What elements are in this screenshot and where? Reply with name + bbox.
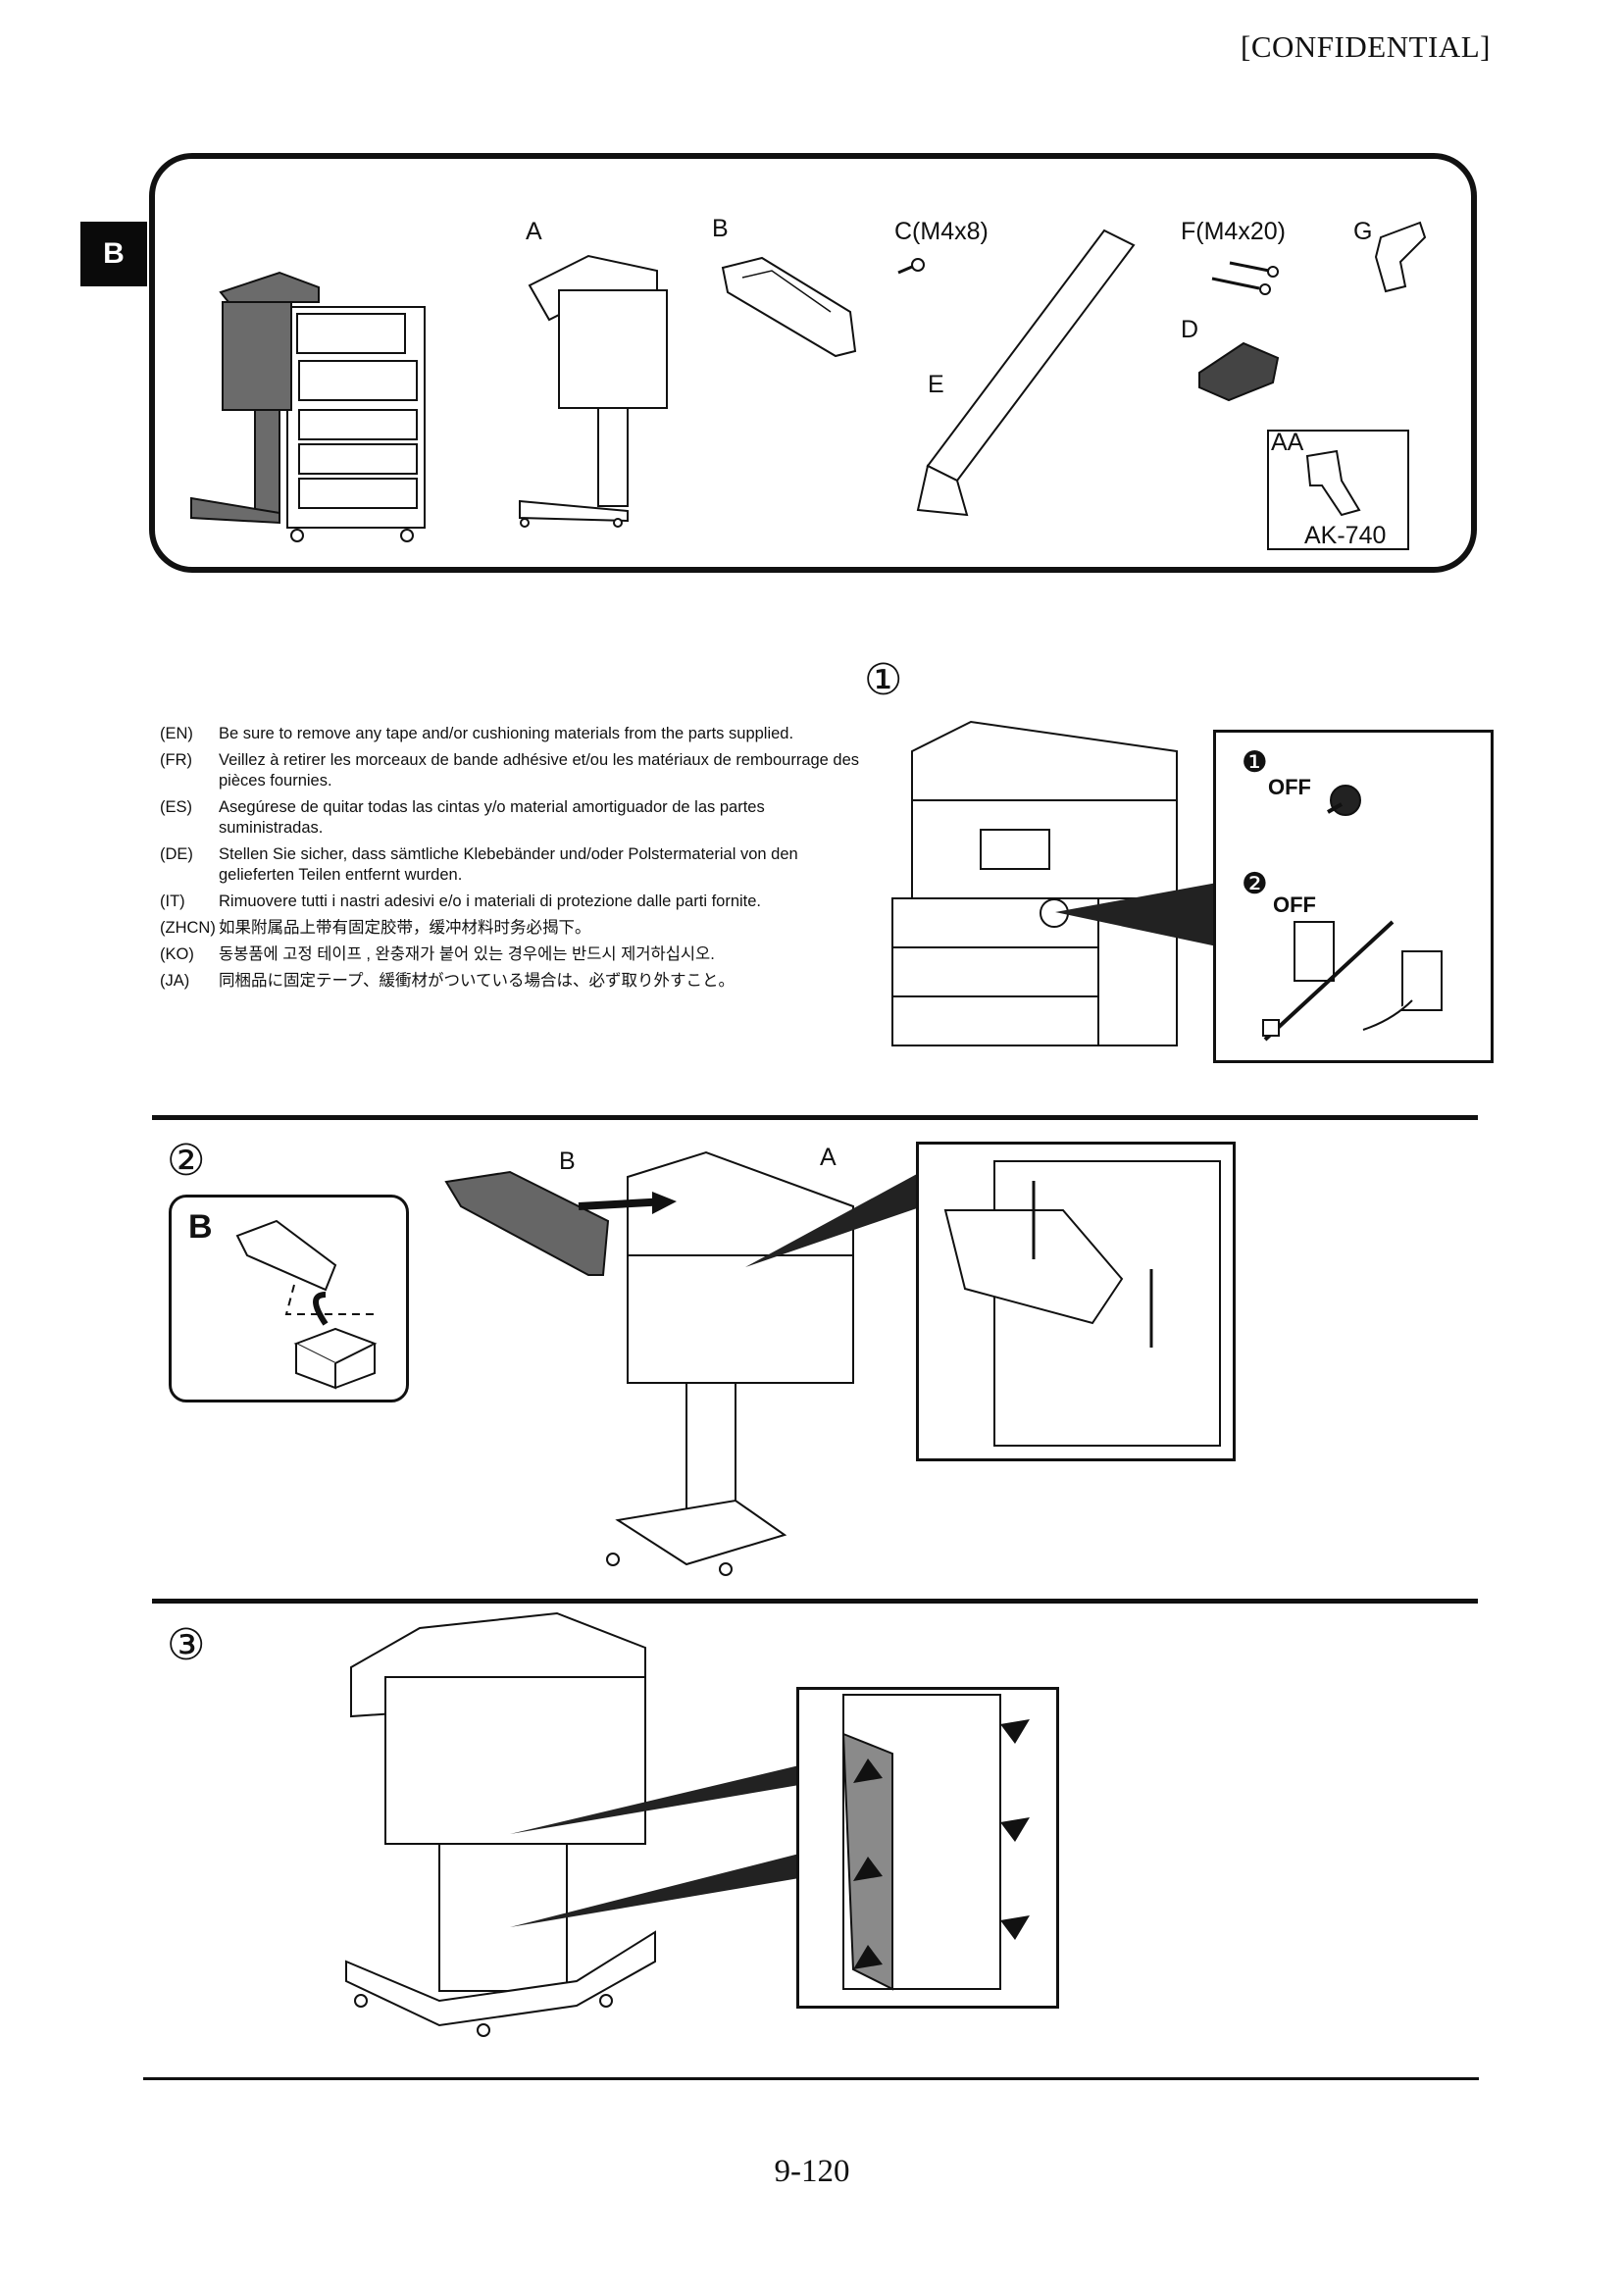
note-text: Rimuovere tutti i nastri adesivi e/o i m… bbox=[219, 892, 762, 910]
part-label-ak: AK-740 bbox=[1304, 522, 1387, 549]
note-lang-code: (JA) bbox=[160, 972, 190, 990]
note-row: (ES) Asegúrese de quitar todas las cintas… bbox=[160, 797, 866, 839]
unpack-tray-box bbox=[169, 1195, 409, 1402]
part-label-g: G bbox=[1353, 218, 1373, 245]
section-divider bbox=[152, 1599, 1478, 1604]
section-tab: B bbox=[80, 222, 147, 286]
note-row: (DE) Stellen Sie sicher, dass sämtliche K… bbox=[160, 844, 866, 886]
page-number: 9-120 bbox=[774, 2154, 850, 2189]
parts-overview-box bbox=[149, 153, 1477, 573]
power-step-2-number: ❷ bbox=[1242, 867, 1268, 901]
bracket-aa-illustration bbox=[1305, 449, 1361, 517]
tape-removal-notes: (EN) Be sure to remove any tape and/or cu… bbox=[160, 724, 866, 997]
confidential-label: [CONFIDENTIAL] bbox=[1241, 29, 1491, 64]
rail-e-illustration bbox=[916, 229, 1136, 517]
zoom-pointer-lines bbox=[745, 1174, 917, 1267]
finisher-rear-illustration bbox=[345, 1611, 656, 2037]
unpack-tray-label: B bbox=[188, 1208, 213, 1246]
note-lang-code: (ES) bbox=[160, 798, 192, 816]
note-row: (ZHCN)如果附属品上带有固定胶带，缓冲材料时务必揭下。 bbox=[160, 918, 866, 939]
cover-removal-detail-illustration bbox=[841, 1694, 1030, 1991]
part-label-c: C(M4x8) bbox=[894, 218, 989, 245]
option-aa-box bbox=[1267, 430, 1409, 550]
note-lang-code: (IT) bbox=[160, 892, 185, 910]
note-lang-code: (ZHCN) bbox=[160, 919, 216, 937]
note-text: Be sure to remove any tape and/or cushio… bbox=[219, 725, 794, 742]
finisher-unit-a-illustration bbox=[519, 254, 668, 528]
part-label-e: E bbox=[928, 371, 944, 398]
power-switch-icon bbox=[1327, 785, 1361, 816]
note-row: (FR) Veillez à retirer les morceaux de ba… bbox=[160, 750, 866, 791]
unpack-tray-illustration bbox=[235, 1219, 378, 1390]
step-2-label-b: B bbox=[559, 1147, 576, 1175]
note-text: 동봉품에 고정 테이프 , 완충재가 붙어 있는 경우에는 반드시 제거하십시오… bbox=[219, 945, 715, 963]
note-text: 如果附属品上带有固定胶带，缓冲材料时务必揭下。 bbox=[219, 919, 591, 937]
power-step-1-number: ❶ bbox=[1242, 745, 1268, 780]
note-row: (KO) 동봉품에 고정 테이프 , 완충재가 붙어 있는 경우에는 반드시 제거… bbox=[160, 944, 866, 965]
part-label-d: D bbox=[1181, 316, 1199, 343]
power-off-detail-panel bbox=[1213, 730, 1494, 1063]
power-step-1-off-label: OFF bbox=[1268, 775, 1311, 799]
bracket-g-illustration bbox=[1374, 221, 1427, 293]
screw-c-illustration bbox=[897, 258, 925, 275]
note-row: (EN) Be sure to remove any tape and/or cu… bbox=[160, 724, 866, 744]
unplug-power-cord-illustration bbox=[1262, 920, 1443, 1042]
zoom-pointer-lines bbox=[1055, 883, 1217, 946]
power-step-2-off-label: OFF bbox=[1273, 892, 1316, 917]
note-text: Asegúrese de quitar todas las cintas y/o… bbox=[219, 798, 765, 837]
note-lang-code: (EN) bbox=[160, 725, 193, 742]
finisher-with-copier-illustration bbox=[190, 271, 426, 542]
step-2-label-a: A bbox=[820, 1144, 837, 1171]
section-divider bbox=[152, 1115, 1478, 1120]
note-text: 同梱品に固定テープ、緩衝材がついている場合は、必ず取り外すこと。 bbox=[219, 972, 736, 990]
step-2-number: ② bbox=[167, 1136, 206, 1186]
tray-attach-detail-illustration bbox=[943, 1160, 1221, 1447]
note-text: Stellen Sie sicher, dass sämtliche Klebe… bbox=[219, 845, 798, 884]
note-lang-code: (FR) bbox=[160, 751, 192, 769]
step-3-number: ③ bbox=[167, 1620, 206, 1670]
step-1-number: ① bbox=[864, 655, 903, 705]
note-row: (IT) Rimuovere tutti i nastri adesivi e/o… bbox=[160, 892, 866, 912]
footer-divider bbox=[143, 2077, 1479, 2080]
note-lang-code: (KO) bbox=[160, 945, 194, 963]
zoom-pointer-lines bbox=[510, 1765, 799, 1927]
part-label-aa: AA bbox=[1271, 429, 1304, 456]
part-label-a: A bbox=[526, 218, 542, 245]
note-text: Veillez à retirer les morceaux de bande … bbox=[219, 751, 860, 790]
part-label-f: F(M4x20) bbox=[1181, 218, 1286, 245]
note-lang-code: (DE) bbox=[160, 845, 193, 863]
stapler-d-illustration bbox=[1198, 341, 1280, 402]
screws-f-illustration bbox=[1211, 261, 1279, 295]
tray-b-illustration bbox=[721, 256, 857, 358]
part-label-b: B bbox=[712, 215, 729, 242]
attach-tray-to-finisher-illustration bbox=[444, 1150, 854, 1576]
note-row: (JA) 同梱品に固定テープ、緩衝材がついている場合は、必ず取り外すこと。 bbox=[160, 971, 866, 992]
